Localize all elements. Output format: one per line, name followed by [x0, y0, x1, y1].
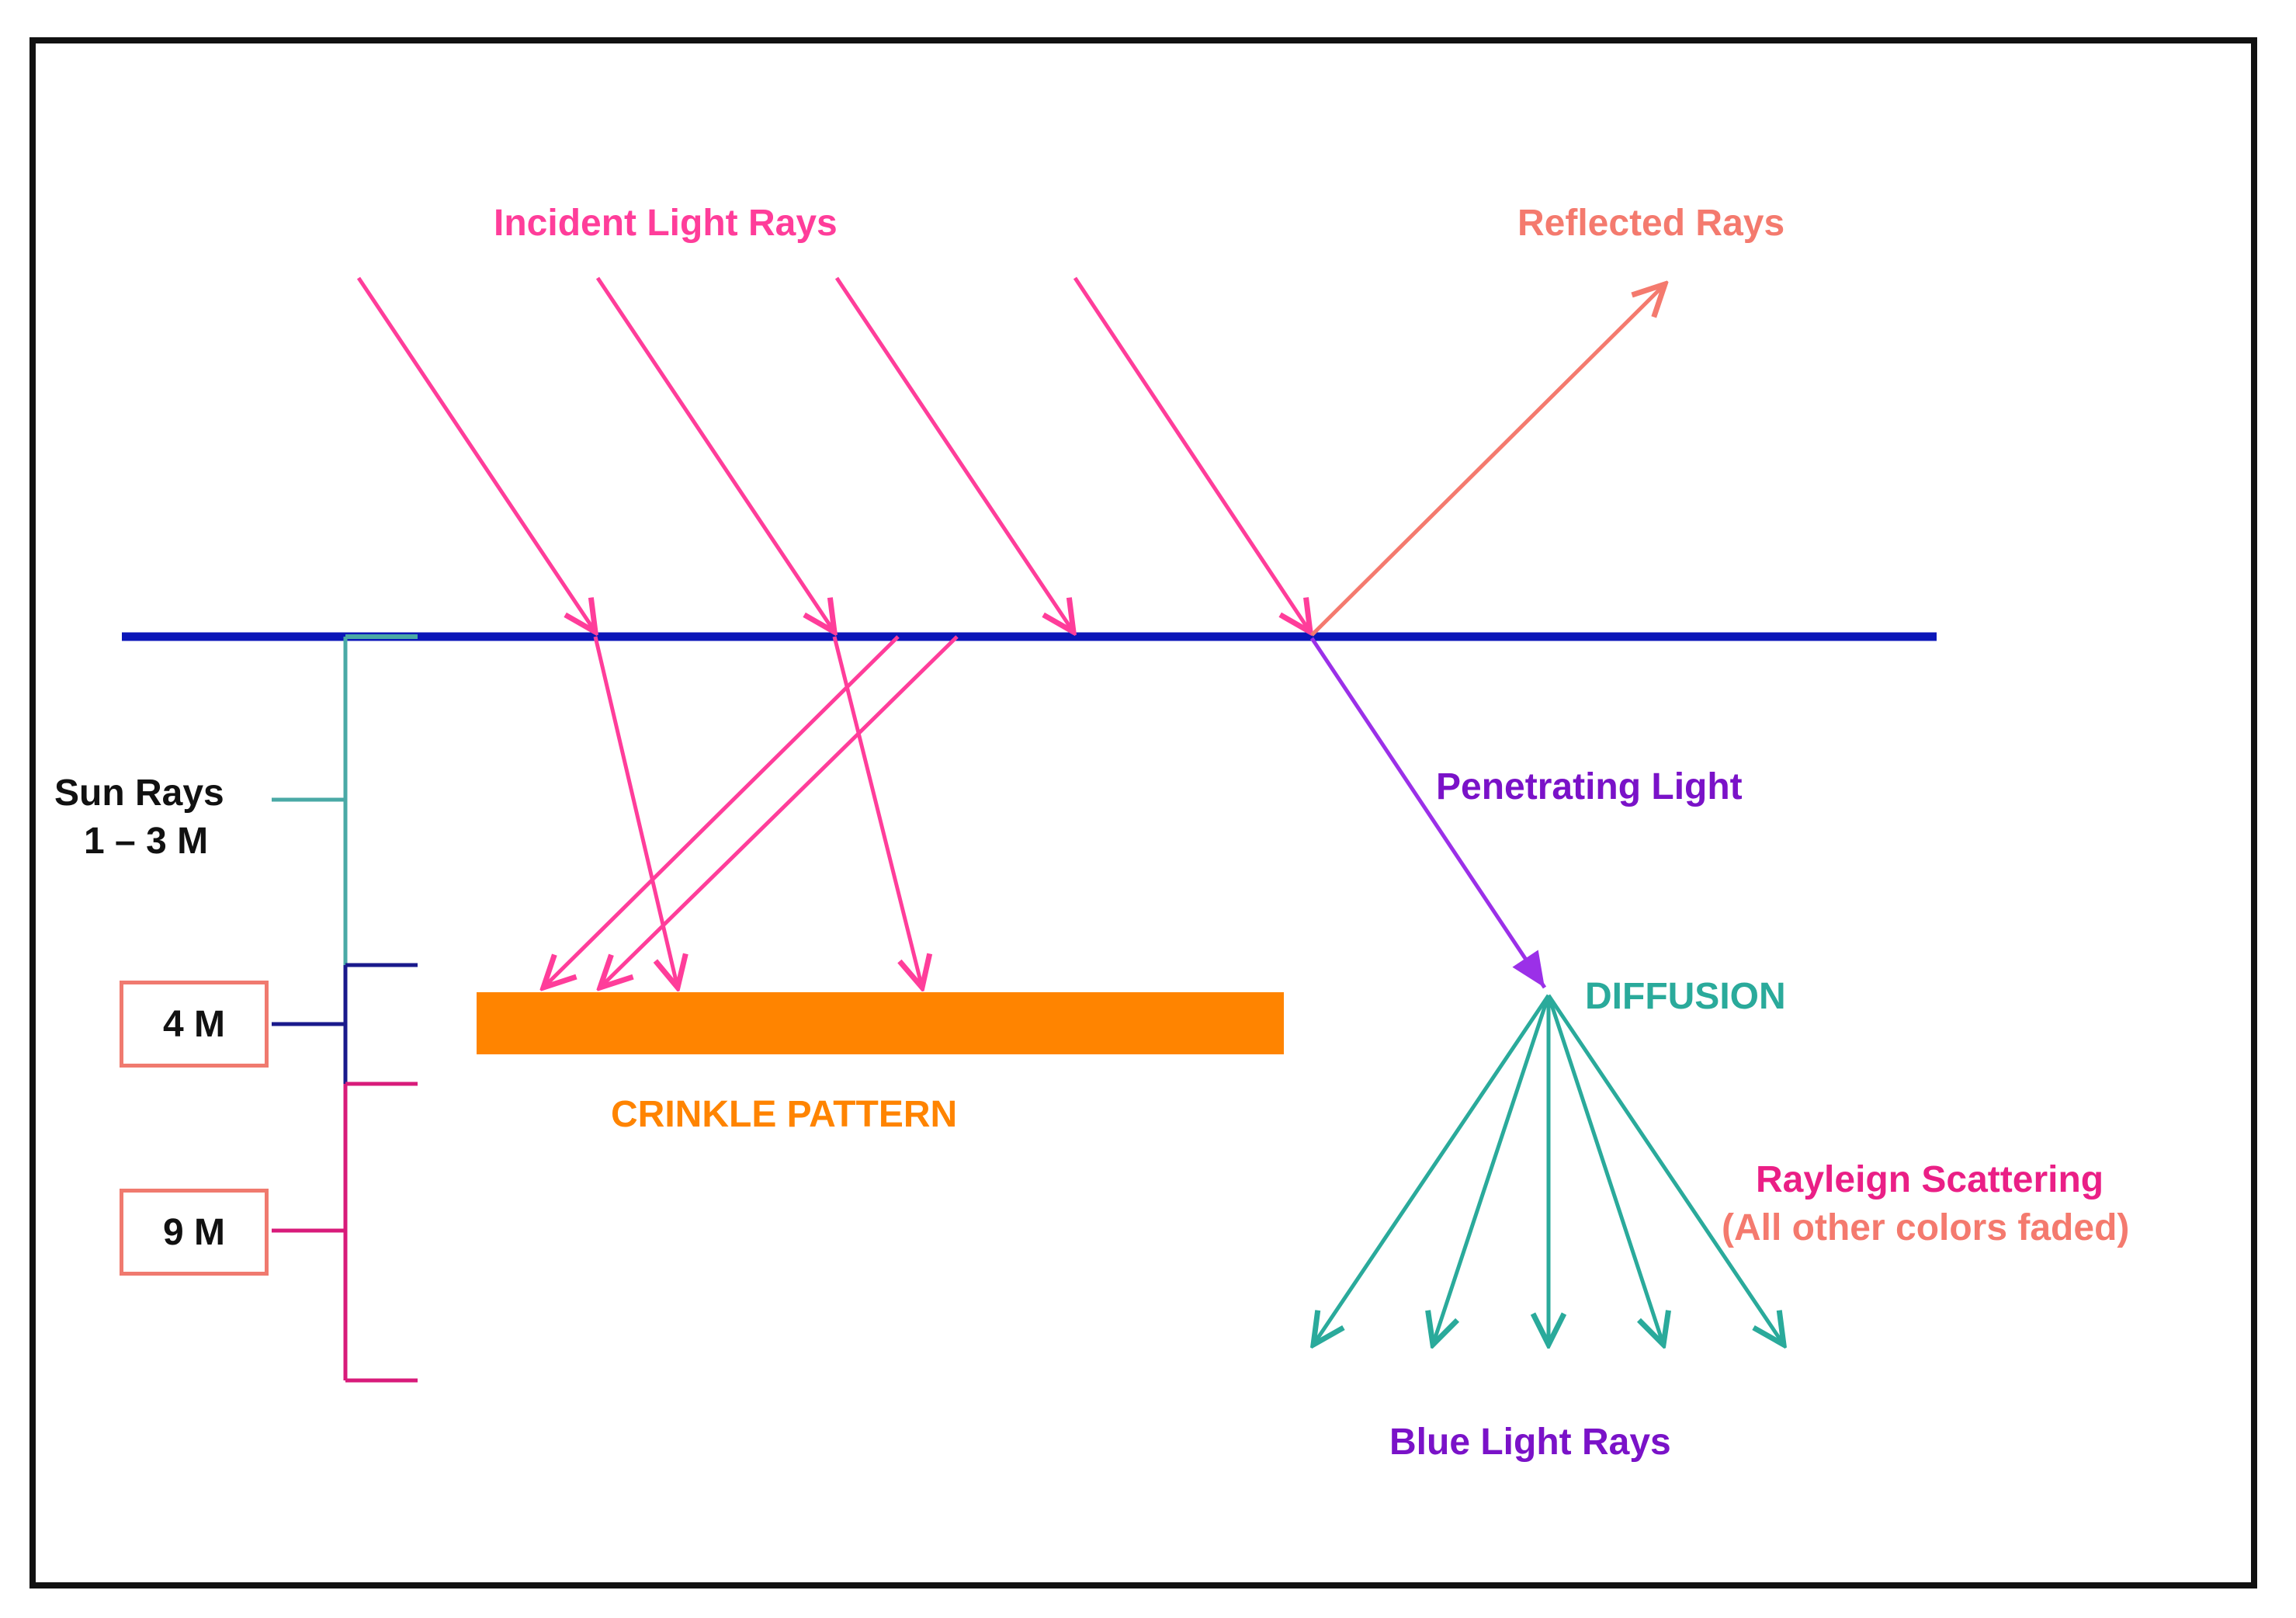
- refracted-ray-2: [832, 636, 922, 988]
- refracted-ray-1: [593, 636, 678, 988]
- crinkle-pattern-label: CRINKLE PATTERN: [611, 1094, 958, 1135]
- crinkle-return-ray-2: [600, 635, 959, 988]
- penetrating-light-ray: [1309, 637, 1547, 989]
- diffusion-label: DIFFUSION: [1585, 976, 1786, 1017]
- incident-ray-3: [834, 276, 1073, 632]
- incident-ray-1: [356, 276, 595, 632]
- reflected-rays-label: Reflected Rays: [1517, 203, 1785, 244]
- penetrating-light-label: Penetrating Light: [1436, 766, 1743, 807]
- sun-rays-label: Sun Rays: [54, 773, 224, 814]
- refracted-rays: [543, 635, 959, 988]
- rayleigh-subtitle-label: (All other colors faded): [1722, 1207, 2130, 1248]
- diffusion-ray-5: [1546, 994, 1784, 1345]
- diffusion-ray-2: [1433, 995, 1551, 1345]
- incident-ray-4: [1073, 276, 1310, 632]
- incident-rays: [356, 276, 1310, 632]
- diffusion-ray-4: [1546, 995, 1663, 1345]
- depth-4m-box: 4 M: [120, 981, 269, 1068]
- diffusion-ray-1: [1313, 994, 1551, 1345]
- rayleigh-scattering-label: Rayleign Scattering: [1756, 1159, 2104, 1200]
- depth-scale: [272, 634, 418, 1383]
- incident-ray-2: [595, 276, 834, 632]
- incident-rays-label: Incident Light Rays: [494, 203, 838, 244]
- crinkle-return-ray-1: [543, 635, 900, 988]
- reflected-ray: [1310, 284, 1665, 637]
- crinkle-pattern-bar: [477, 992, 1284, 1054]
- blue-light-rays-label: Blue Light Rays: [1389, 1422, 1671, 1463]
- depth-9m-box: 9 M: [120, 1189, 269, 1276]
- sun-rays-depth-label: 1 – 3 M: [84, 821, 209, 862]
- diffusion-rays: [1313, 994, 1784, 1345]
- diagram-frame: [29, 37, 2257, 1588]
